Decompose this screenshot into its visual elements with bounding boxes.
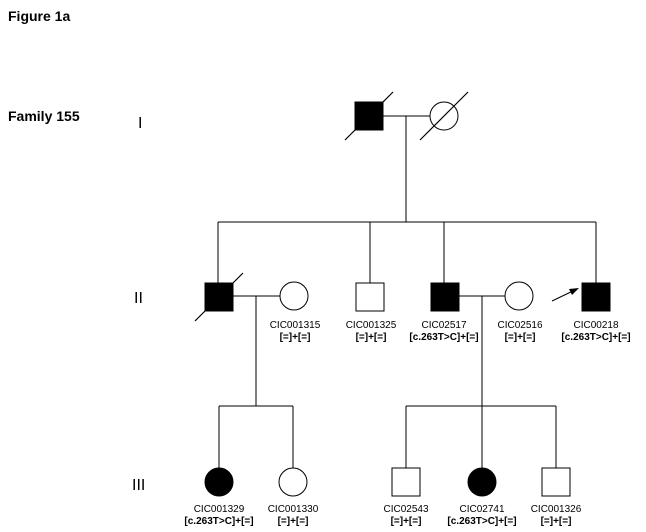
label-II-4: CIC02517 [c.263T>C]+[=]: [409, 320, 478, 344]
pedigree-lines: [217, 115, 597, 468]
individual-III-3-unaffected-male: [391, 467, 421, 497]
individual-II-4-affected-male: [430, 282, 460, 312]
genotype: [=]+[=]: [390, 516, 422, 527]
individual-III-5-unaffected-male: [541, 467, 571, 497]
individual-II-2-unaffected-female: [279, 281, 309, 311]
genotype: [c.263T>C]+[=]: [184, 516, 254, 527]
deceased-marker-I-1: [344, 91, 394, 141]
individual-II-3-unaffected-male: [355, 282, 385, 312]
label-II-6: CIC00218 [c.263T>C]+[=]: [561, 320, 630, 344]
individual-III-4-affected-female: [467, 467, 497, 497]
deceased-marker-I-2: [419, 91, 469, 141]
sample-id: CIC001326: [530, 504, 582, 515]
individual-III-1-affected-female: [204, 467, 234, 497]
genotype: [=]+[=]: [540, 516, 572, 527]
figure-title: Figure 1a: [8, 8, 71, 24]
sample-id: CIC02516: [497, 320, 543, 331]
sample-id: CIC001315: [269, 320, 321, 331]
sample-id: CIC02741: [459, 504, 505, 515]
label-III-1: CIC001329 [c.263T>C]+[=]: [184, 504, 253, 528]
family-label: Family 155: [8, 108, 80, 124]
individual-II-5-unaffected-female: [504, 281, 534, 311]
genotype: [c.263T>C]+[=]: [447, 516, 517, 527]
proband-arrow-icon: [551, 288, 579, 302]
generation-label-I: I: [138, 115, 143, 132]
generation-label-III: III: [132, 477, 146, 494]
label-III-5: CIC001326 [=]+[=]: [531, 504, 582, 528]
sample-id: CIC001330: [267, 504, 319, 515]
genotype: [c.263T>C]+[=]: [561, 332, 631, 343]
genotype: [=]+[=]: [279, 332, 311, 343]
sample-id: CIC001329: [193, 504, 245, 515]
sample-id: CIC001325: [345, 320, 397, 331]
label-III-3: CIC02543 [=]+[=]: [383, 504, 428, 528]
genotype: [=]+[=]: [504, 332, 536, 343]
individual-II-6-affected-male: [581, 282, 611, 312]
genotype: [c.263T>C]+[=]: [409, 332, 479, 343]
genotype: [=]+[=]: [355, 332, 387, 343]
deceased-marker-II-1: [194, 272, 244, 322]
label-III-4: CIC02741 [c.263T>C]+[=]: [447, 504, 516, 528]
label-III-2: CIC001330 [=]+[=]: [268, 504, 319, 528]
individual-III-2-unaffected-female: [278, 467, 308, 497]
sample-id: CIC02543: [383, 504, 429, 515]
sample-id: CIC00218: [573, 320, 619, 331]
label-II-2: CIC001315 [=]+[=]: [270, 320, 321, 344]
genotype: [=]+[=]: [277, 516, 309, 527]
sample-id: CIC02517: [421, 320, 467, 331]
label-II-3: CIC001325 [=]+[=]: [346, 320, 397, 344]
label-II-5: CIC02516 [=]+[=]: [497, 320, 542, 344]
generation-label-II: II: [134, 290, 143, 307]
